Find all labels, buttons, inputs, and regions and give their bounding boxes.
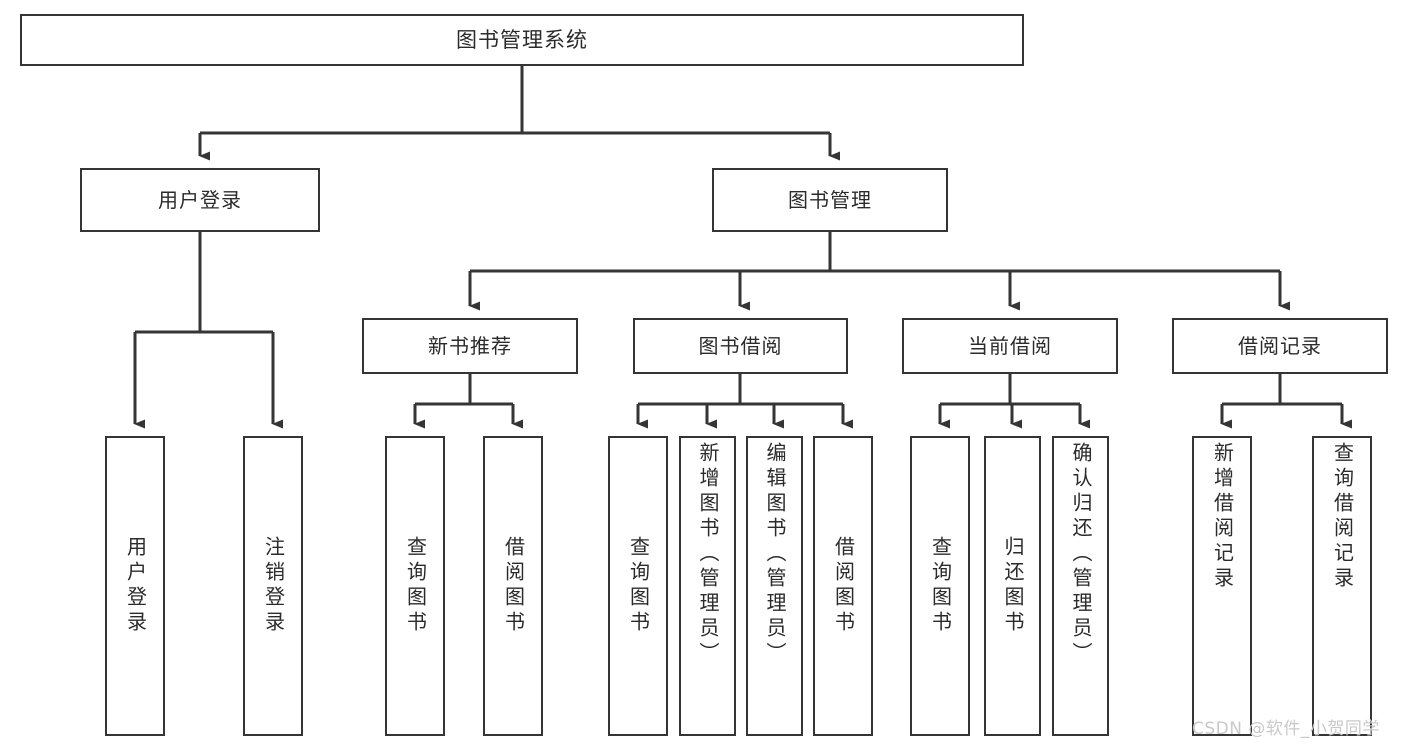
node-label-leaf-nb-query: 查询图书: [403, 536, 428, 636]
node-leaf-bb-query[interactable]: 查询图书: [608, 436, 668, 736]
node-label-leaf-nb-borrow: 借阅图书: [501, 536, 526, 636]
node-label-leaf-bb-add: 新增图书（管理员）: [696, 442, 720, 667]
node-label-leaf-bb-query: 查询图书: [626, 536, 651, 636]
node-label-leaf-user-logout: 注销登录: [261, 536, 286, 636]
node-label-book-borrow: 图书借阅: [698, 333, 783, 358]
node-label-root: 图书管理系统: [456, 27, 588, 52]
node-current-borrow[interactable]: 当前借阅: [902, 318, 1118, 374]
node-label-leaf-cb-confirm: 确认归还（管理员）: [1069, 442, 1093, 667]
node-leaf-user-logout[interactable]: 注销登录: [243, 436, 303, 736]
node-leaf-br-query[interactable]: 查询借阅记录: [1312, 436, 1372, 736]
node-leaf-cb-query[interactable]: 查询图书: [910, 436, 970, 736]
node-user-login[interactable]: 用户登录: [80, 168, 320, 232]
node-leaf-user-login[interactable]: 用户登录: [105, 436, 165, 736]
node-label-leaf-cb-return: 归还图书: [1001, 536, 1025, 636]
node-book-borrow[interactable]: 图书借阅: [633, 318, 848, 374]
node-label-leaf-br-add: 新增借阅记录: [1210, 442, 1235, 592]
node-book-manage[interactable]: 图书管理: [712, 168, 948, 232]
node-label-leaf-bb-edit: 编辑图书（管理员）: [763, 442, 787, 667]
node-label-current-borrow: 当前借阅: [968, 333, 1052, 358]
node-leaf-nb-query[interactable]: 查询图书: [385, 436, 445, 736]
node-label-leaf-user-login: 用户登录: [123, 536, 148, 636]
node-root[interactable]: 图书管理系统: [20, 14, 1024, 66]
node-label-leaf-bb-borrow: 借阅图书: [831, 536, 856, 636]
node-new-book-rec[interactable]: 新书推荐: [362, 318, 578, 374]
node-leaf-cb-confirm[interactable]: 确认归还（管理员）: [1052, 436, 1109, 736]
node-leaf-bb-edit[interactable]: 编辑图书（管理员）: [746, 436, 803, 736]
node-borrow-record[interactable]: 借阅记录: [1172, 318, 1388, 374]
node-label-borrow-record: 借阅记录: [1238, 333, 1322, 358]
node-leaf-cb-return[interactable]: 归还图书: [984, 436, 1041, 736]
node-leaf-bb-borrow[interactable]: 借阅图书: [813, 436, 873, 736]
node-label-leaf-cb-query: 查询图书: [928, 536, 953, 636]
node-label-user-login: 用户登录: [158, 187, 242, 212]
node-label-leaf-br-query: 查询借阅记录: [1330, 442, 1355, 592]
node-label-new-book-rec: 新书推荐: [428, 333, 512, 358]
node-leaf-nb-borrow[interactable]: 借阅图书: [483, 436, 543, 736]
node-leaf-br-add[interactable]: 新增借阅记录: [1192, 436, 1252, 736]
node-leaf-bb-add[interactable]: 新增图书（管理员）: [679, 436, 736, 736]
node-label-book-manage: 图书管理: [788, 187, 872, 212]
